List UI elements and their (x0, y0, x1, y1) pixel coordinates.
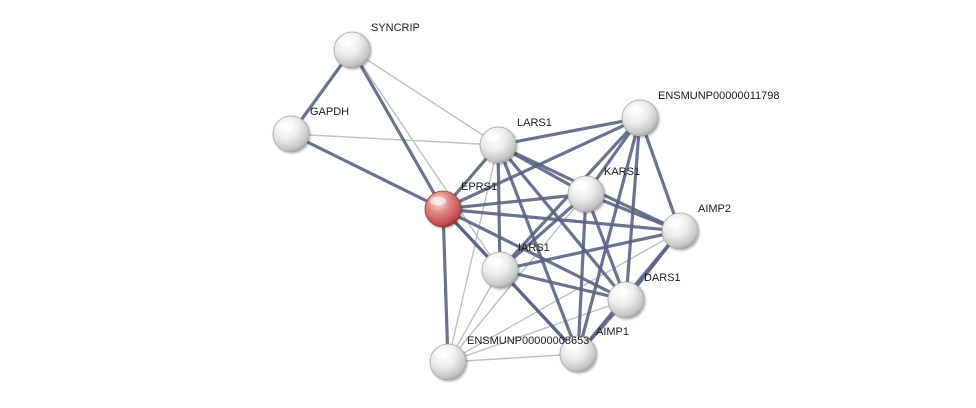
node-highlight (627, 105, 643, 115)
edge-ensmunp00000011798-aimp2 (638, 116, 682, 233)
edge-eprs1-ensmunp00000008653 (441, 207, 450, 364)
node-label: IARS1 (518, 242, 550, 254)
node-label: LARS1 (517, 117, 552, 129)
node-highlight (485, 132, 501, 142)
node-circle[interactable] (479, 126, 517, 164)
node-circle[interactable] (333, 31, 371, 69)
node-circle[interactable] (272, 115, 310, 153)
node-aimp1[interactable]: AIMP1 (559, 326, 629, 373)
edge-aimp1-ensmunp00000008653 (447, 353, 579, 363)
node-eprs1[interactable]: EPRS1 (424, 181, 497, 228)
node-lars1[interactable]: LARS1 (479, 117, 552, 164)
node-layer: SYNCRIP GAPDH LARS1 ENSMUNP00000011798EPRS1… (272, 22, 779, 381)
node-label: ENSMUNP00000011798 (658, 90, 779, 102)
node-syncrip[interactable]: SYNCRIP (333, 22, 420, 69)
node-ensmunp00000011798[interactable]: ENSMUNP00000011798 (621, 90, 779, 137)
edge-syncrip-iars1 (351, 49, 501, 271)
edge-eprs1-aimp2 (441, 207, 682, 233)
node-label: GAPDH (310, 106, 349, 118)
node-highlight (430, 196, 446, 206)
edge-kars1-aimp1 (576, 192, 588, 356)
edge-iars1-dars1 (498, 268, 628, 302)
edge-iars1-aimp1 (498, 268, 580, 356)
node-label: SYNCRIP (371, 22, 420, 34)
node-circle[interactable] (661, 212, 699, 250)
node-highlight (565, 341, 581, 351)
edge-aimp2-ensmunp00000008653 (447, 230, 681, 363)
node-label: AIMP1 (596, 326, 629, 338)
node-highlight (667, 218, 683, 228)
edge-gapdh-eprs1 (289, 132, 445, 211)
node-circle[interactable] (424, 190, 462, 228)
node-circle[interactable] (429, 343, 467, 381)
node-highlight (487, 257, 503, 267)
edge-dars1-ensmunp00000008653 (447, 299, 627, 363)
edge-lars1-iars1 (496, 143, 502, 272)
node-gapdh[interactable]: GAPDH (272, 106, 349, 153)
edge-eprs1-dars1 (441, 207, 628, 302)
edge-ensmunp00000011798-aimp1 (576, 116, 642, 356)
edge-lars1-ensmunp00000011798 (496, 116, 642, 147)
node-dars1[interactable]: DARS1 (607, 272, 681, 319)
node-ensmunp00000008653[interactable]: ENSMUNP00000008653 (429, 335, 589, 381)
edge-lars1-dars1 (496, 143, 628, 302)
node-kars1[interactable]: KARS1 (567, 166, 640, 213)
node-circle[interactable] (567, 175, 605, 213)
node-circle[interactable] (607, 281, 645, 319)
node-iars1[interactable]: IARS1 (481, 242, 550, 289)
edge-lars1-aimp1 (496, 143, 580, 356)
edge-ensmunp00000011798-dars1 (624, 116, 642, 302)
edge-syncrip-eprs1 (350, 48, 445, 211)
node-label: KARS1 (604, 166, 640, 178)
node-aimp2[interactable]: AIMP2 (661, 203, 731, 250)
edge-aimp2-iars1 (498, 229, 682, 272)
node-label: DARS1 (644, 272, 681, 284)
node-label: ENSMUNP00000008653 (467, 335, 589, 347)
node-label: EPRS1 (461, 181, 497, 193)
node-highlight (339, 37, 355, 47)
node-highlight (613, 287, 629, 297)
edge-ensmunp00000011798-eprs1 (441, 116, 642, 211)
node-circle[interactable] (481, 251, 519, 289)
node-highlight (435, 349, 451, 359)
node-highlight (573, 181, 589, 191)
edge-syncrip-lars1 (351, 49, 499, 146)
node-circle[interactable] (621, 99, 659, 137)
edge-kars1-iars1 (498, 192, 588, 272)
edge-layer (289, 48, 682, 364)
edge-gapdh-lars1 (290, 133, 499, 146)
edge-lars1-ensmunp00000008653 (447, 144, 499, 363)
edge-eprs1-kars1 (441, 192, 588, 211)
node-label: AIMP2 (698, 203, 731, 215)
node-highlight (278, 121, 294, 131)
